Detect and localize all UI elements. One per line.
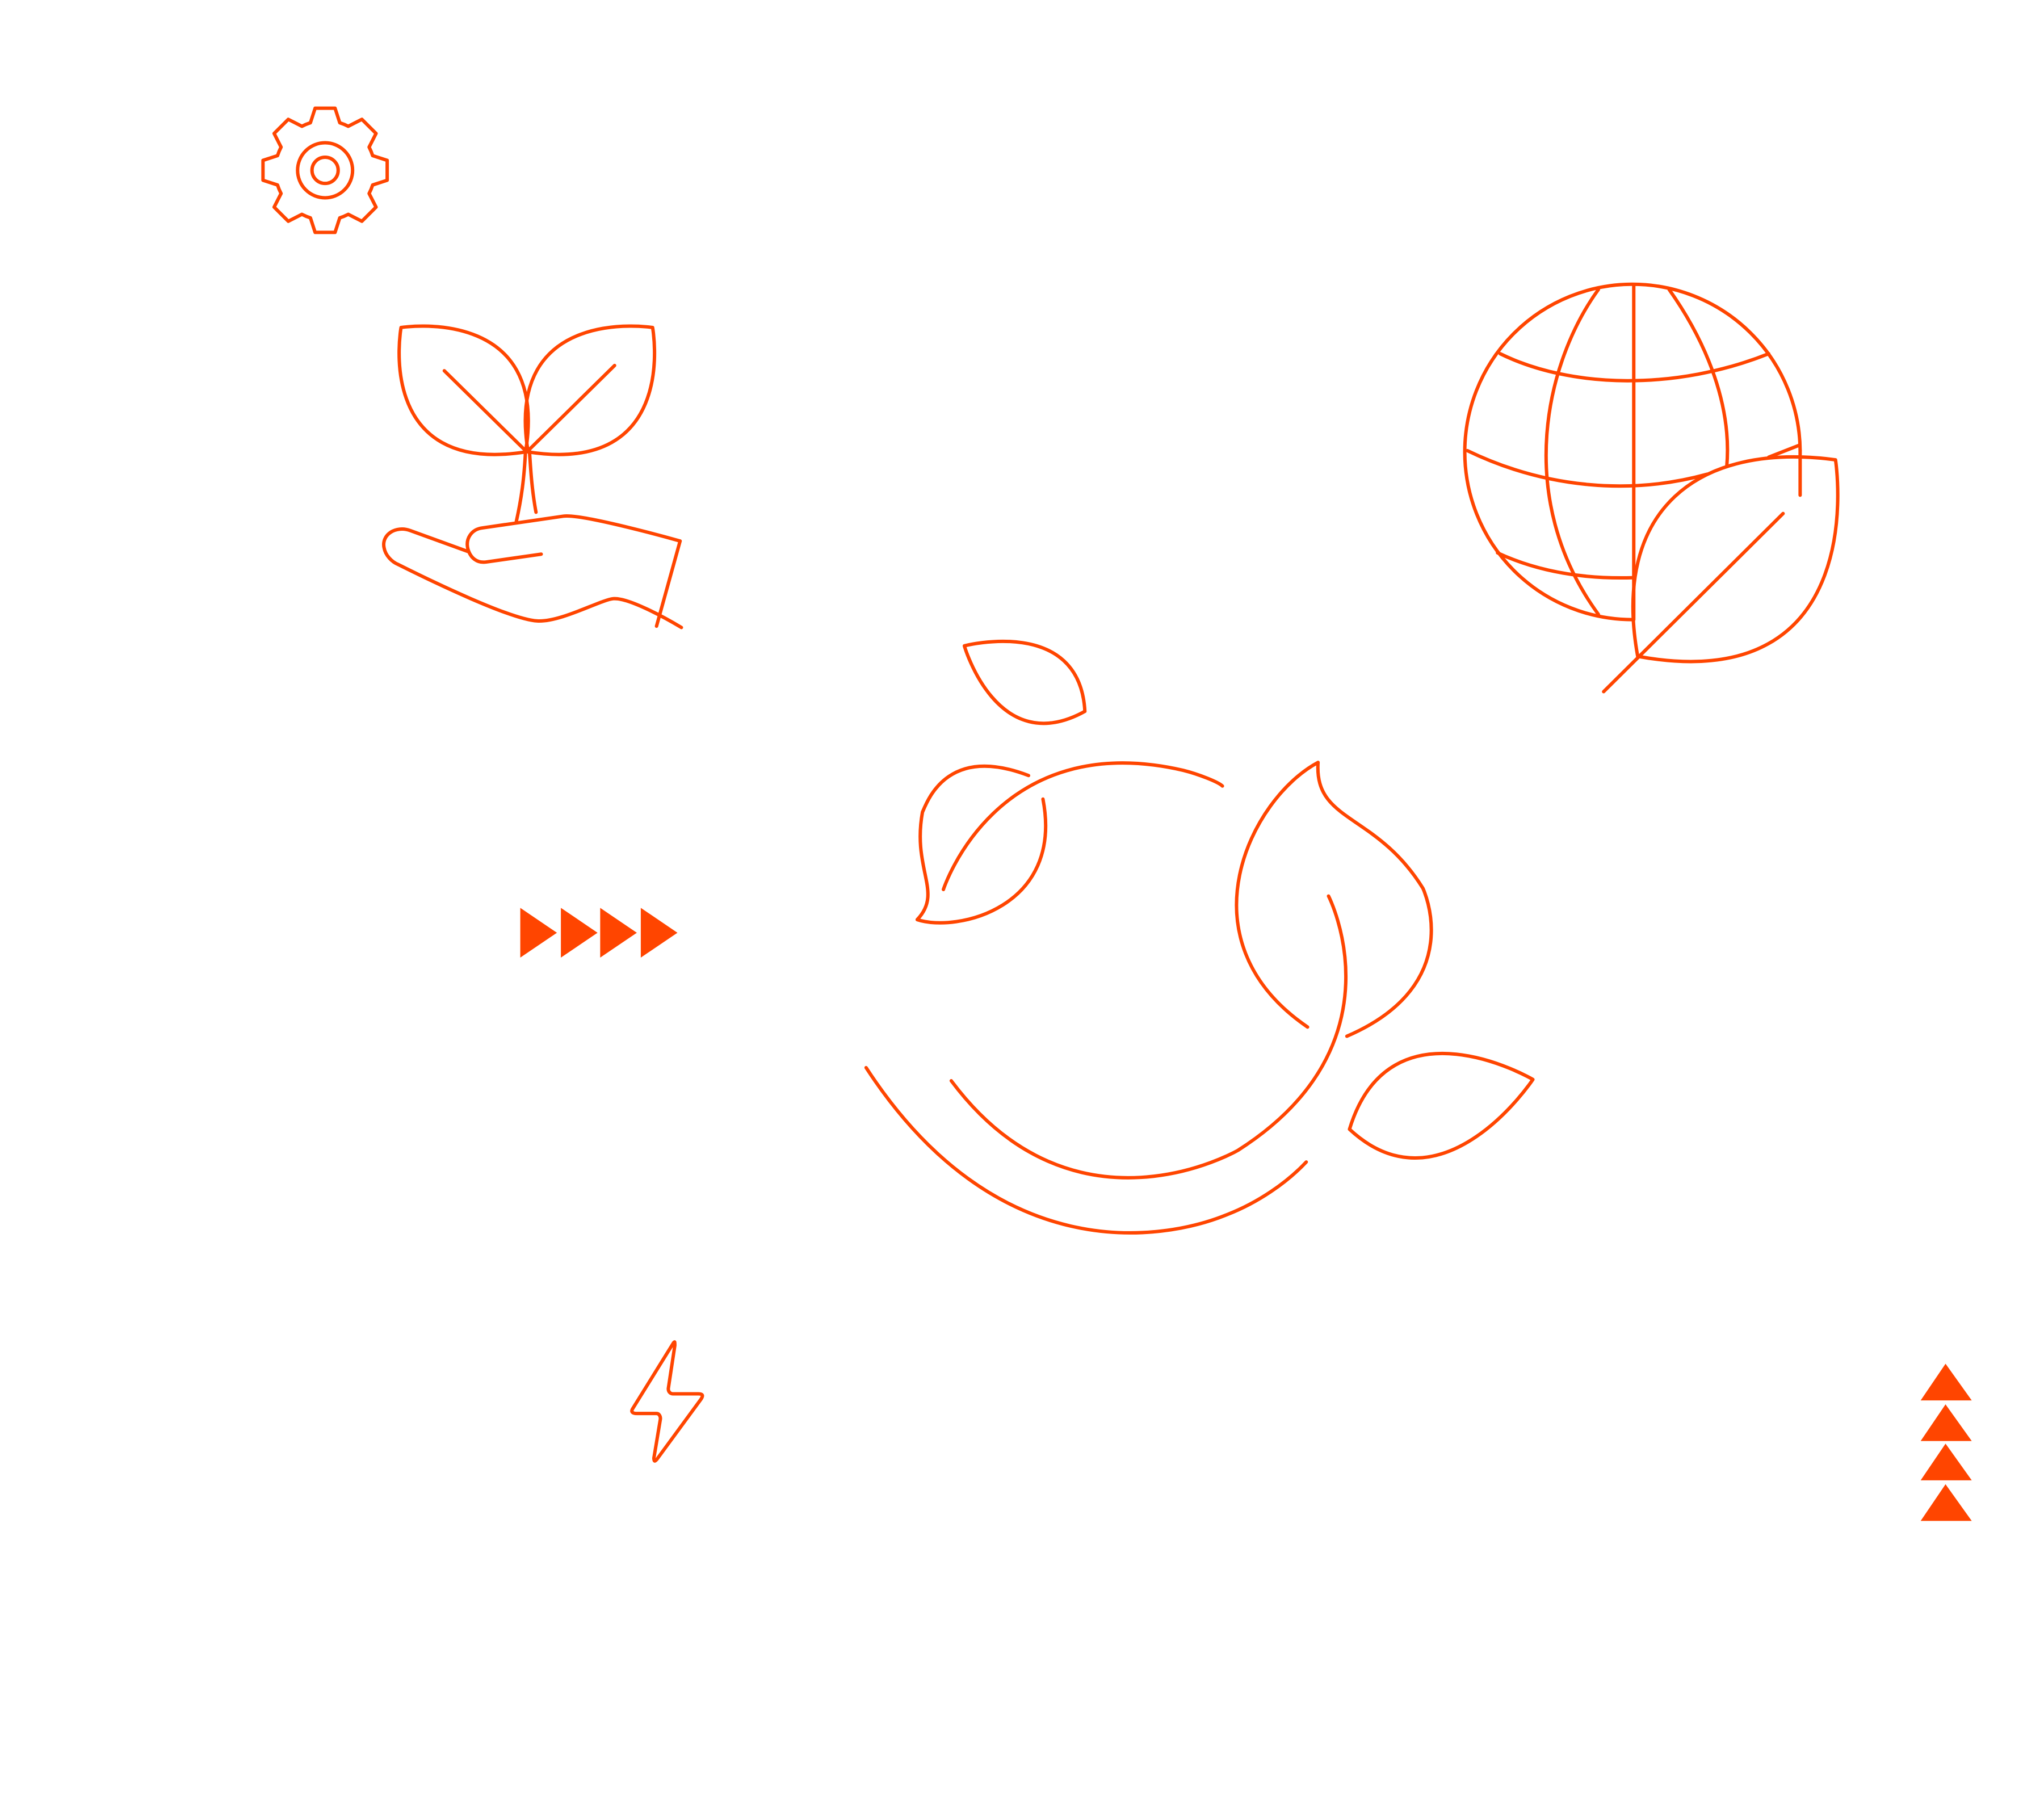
up-arrows-icon — [1920, 1363, 1972, 1521]
lightning-icon — [630, 1340, 704, 1463]
globe-leaf-icon — [1463, 282, 1840, 694]
recycle-leaves-icon — [864, 639, 1535, 1235]
gear-icon — [261, 106, 389, 234]
plant-in-hand-icon — [382, 324, 683, 630]
fast-forward-arrows-icon — [520, 908, 678, 958]
